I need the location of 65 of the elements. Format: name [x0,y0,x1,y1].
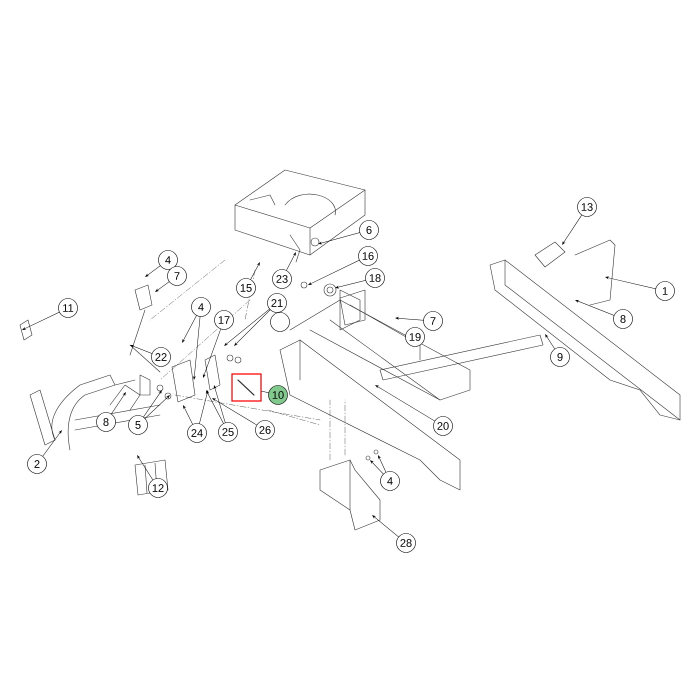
callout-number: 17 [214,310,234,330]
callout-number: 19 [405,327,425,347]
callout-number: 2 [27,454,47,474]
leader-line [250,262,260,280]
callout-number: 26 [255,420,275,440]
callout-number: 7 [167,266,187,286]
leader-line [143,390,162,418]
callout-number: 5 [128,415,148,435]
leader-line [206,390,224,424]
leader-line [183,405,193,424]
callout-number: 4 [191,297,211,317]
leader-line [212,398,257,426]
leader-line [130,345,152,354]
callout-number: 28 [396,533,416,553]
leader-line [372,515,399,538]
leader-line [545,334,555,350]
leader-line [378,455,386,472]
callout-number: 13 [577,197,597,217]
highlight-frame [231,373,262,402]
callout-number: 10 [268,385,288,405]
leader-line [261,390,269,393]
leader-line [234,310,270,346]
callout-number: 21 [267,293,287,313]
callout-number: 6 [359,220,379,240]
leader-line [335,280,366,288]
callout-number: 24 [187,423,207,443]
leader-line [605,276,656,290]
leader-line [137,455,153,480]
callout-number: 25 [218,422,238,442]
leader-line [286,252,296,271]
callout-number: 22 [151,347,171,367]
leader-line [202,328,221,378]
leader-line [42,430,62,456]
leader-line [145,266,160,277]
callout-number: 7 [423,311,443,331]
callout-number: 12 [148,478,168,498]
callout-number: 11 [58,298,78,318]
leader-line [182,315,197,343]
leader-line [144,395,170,419]
leader-line [575,300,614,316]
leader-line [308,260,360,285]
leader-line [193,316,200,380]
callout-number: 15 [236,278,256,298]
leader-line [22,312,60,330]
leader-line [562,214,582,245]
leader-line [224,308,270,346]
leader-line [199,390,208,424]
callout-number: 4 [158,250,178,270]
callout-number: 8 [96,412,116,432]
leader-line [375,385,435,422]
callout-number: 8 [613,309,633,329]
callout-number: 18 [365,268,385,288]
leader-line [214,385,226,423]
leader-line [395,317,424,320]
leader-line [318,232,360,244]
callout-circle [270,312,290,332]
callout-number: 20 [433,416,453,436]
leader-line [370,460,384,474]
callout-number: 23 [272,269,292,289]
callout-number: 1 [655,281,675,301]
callout-number: 4 [380,471,400,491]
leader-line [111,392,126,414]
callout-number: 16 [358,246,378,266]
callout-number: 9 [550,347,570,367]
leader-line [155,282,170,292]
